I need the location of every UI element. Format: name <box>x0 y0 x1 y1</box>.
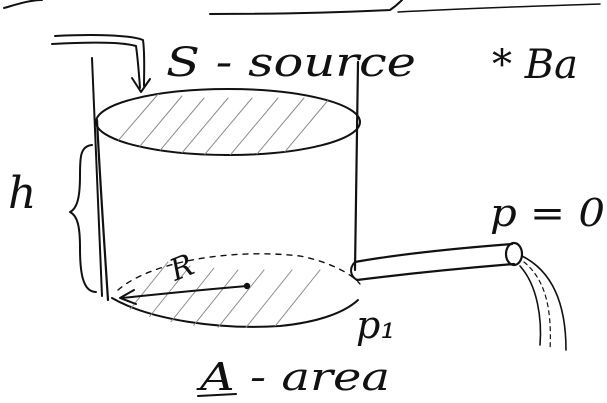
height-brace <box>69 144 97 293</box>
radius-arrow <box>119 282 251 305</box>
outlet-pipe <box>350 241 524 282</box>
source-label: S - source <box>166 40 416 86</box>
inflow-arrow <box>51 34 151 93</box>
tank-wall-right <box>353 60 360 272</box>
radius-label: R <box>164 248 199 289</box>
outflow-stream <box>519 255 567 351</box>
bottom-pressure-label: p₁ <box>356 303 396 347</box>
area-label: A - area <box>196 355 390 399</box>
tank-wall-left <box>95 118 110 302</box>
note-label: * Ba <box>492 42 578 88</box>
outlet-pressure-label: p = 0 <box>490 191 605 235</box>
area-underline <box>197 393 237 397</box>
water-surface <box>95 88 361 156</box>
tank-bottom <box>111 253 361 328</box>
height-label: h <box>8 168 36 219</box>
inlet-pipe <box>91 57 103 297</box>
top-scribble <box>3 0 601 15</box>
